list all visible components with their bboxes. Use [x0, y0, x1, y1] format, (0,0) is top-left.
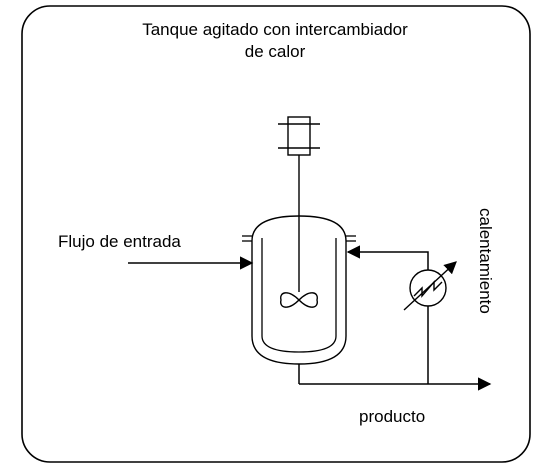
inlet-label: Flujo de entrada: [58, 232, 181, 251]
product-label: producto: [359, 407, 426, 426]
recycle-return-arrow: [346, 245, 429, 270]
diagram-frame: [21, 5, 531, 463]
agitator-impeller: [280, 292, 318, 308]
diagram-title-line2: de calor: [244, 42, 306, 61]
diagram-title-line1: Tanque agitado con intercambiador: [142, 20, 408, 39]
tank-vessel: [251, 215, 347, 365]
agitator-motor: [278, 116, 320, 156]
heat-exchanger-symbol: [403, 261, 457, 311]
tank-jacket: [261, 238, 337, 353]
heating-label: calentamiento: [476, 208, 495, 314]
diagram-title: Tanque agitado con intercambiador de cal…: [40, 19, 510, 63]
tank-flanges: [242, 235, 356, 242]
